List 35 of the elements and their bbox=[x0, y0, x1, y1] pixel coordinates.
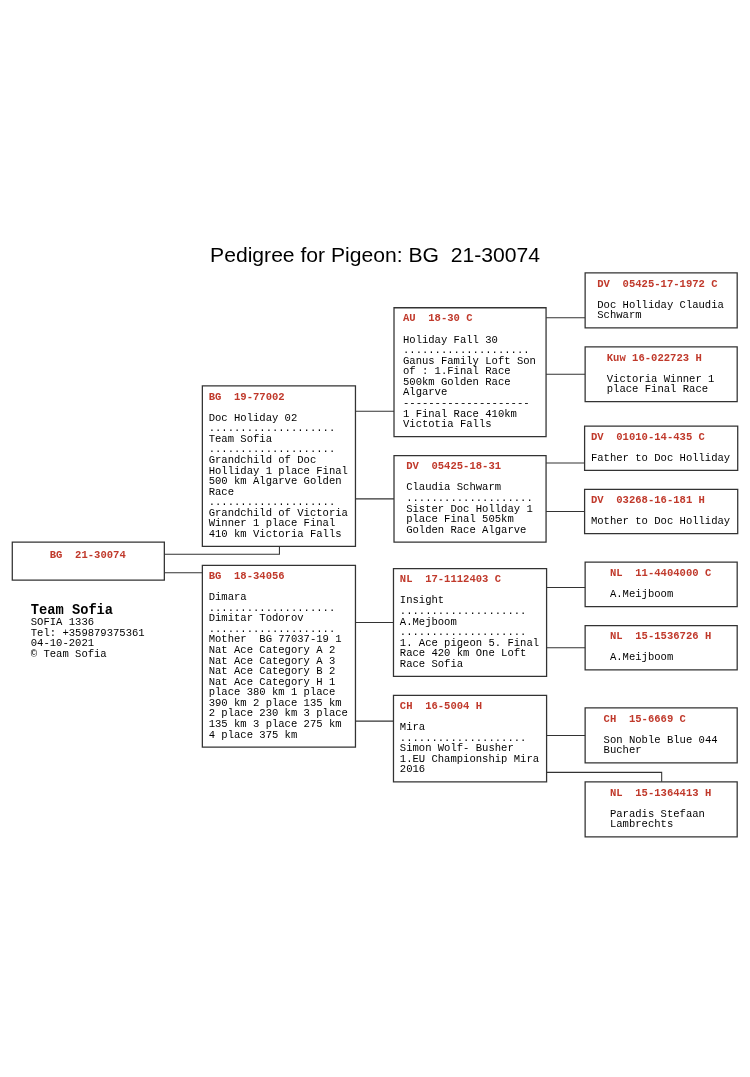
connector bbox=[355, 720, 394, 722]
connector bbox=[545, 373, 586, 375]
node-box: BG 21-30074 bbox=[11, 541, 165, 581]
node-box: DV 03268-16-181 H Mother to Doc Holliday bbox=[583, 488, 739, 534]
node-box: AU 18-30 C Holiday Fall 30 .................... Ganus Family Loft Son of : 1.Final Race 500km Golden Race Algarve -------------------- 1 Final Race 410km Victotia Falls bbox=[393, 306, 547, 437]
node-box: NL 17-1112403 C Insight .................... A.Mejboom .................... 1. Ace pigeon 5. Final Race 420 km One Loft Race Sofia bbox=[392, 567, 548, 677]
connector bbox=[355, 621, 394, 623]
connector bbox=[163, 545, 280, 555]
connector bbox=[355, 410, 395, 412]
connector bbox=[163, 571, 203, 573]
connector bbox=[545, 510, 585, 512]
connector bbox=[355, 497, 395, 499]
node-box: DV 01010-14-435 C Father to Doc Holliday bbox=[583, 424, 739, 471]
node-box: NL 15-1364413 H Paradis Stefaan Lambrechts bbox=[584, 780, 738, 837]
node-box: DV 05425-17-1972 C Doc Holliday Claudia Schwarm bbox=[584, 271, 738, 328]
node-box: Kuw 16-022723 H Victoria Winner 1 place Final Race bbox=[584, 345, 738, 402]
label: Tel: +359879375361 bbox=[30, 626, 145, 639]
connector bbox=[546, 734, 586, 736]
node-box: CH 15-6669 C Son Noble Blue 044 Bucher bbox=[584, 706, 738, 763]
diagram-title: Pedigree for Pigeon: BG 21-30074 bbox=[210, 242, 540, 266]
node-box: NL 15-1536726 H A.Meijboom bbox=[584, 624, 738, 671]
connector bbox=[546, 646, 586, 648]
connector bbox=[545, 461, 585, 463]
label: SOFIA 1336 bbox=[30, 615, 95, 628]
label: Team Sofia bbox=[30, 602, 114, 618]
label: © Team Sofia bbox=[30, 647, 107, 660]
node-box: DV 05425-18-31 Claudia Schwarm .................... Sister Doc Hollday 1 place Final 505km Golden Race Algarve bbox=[393, 454, 547, 543]
connector bbox=[545, 316, 586, 318]
node-box: CH 16-5004 H Mira .................... Simon Wolf- Busher 1.EU Championship Mira 2016 bbox=[392, 694, 548, 782]
node-box: BG 18-34056 Dimara .................... Dimitar Todorov .................... Mother BG 77037-19 1 Nat Ace Category A 2 Nat Ace Category A 3 Nat Ace Category B 2 Nat Ace Category H 1 place 380 km 1 place 390 km 2 place 135 km 2 place 230 km 3 place 135 km 3 place 275 km 4 place 375 km bbox=[201, 564, 357, 748]
connector bbox=[546, 586, 586, 588]
node-box: BG 19-77002 Doc Holiday 02 .................... Team Sofia .................... Grandchild of Doc Holliday 1 place Final 500 km Algarve Golden Race .................... Grandchild of Victoria Winner 1 place Final 410 km Victoria Falls bbox=[201, 384, 357, 547]
connector bbox=[546, 771, 663, 782]
node-box: NL 11-4404000 C A.Meijboom bbox=[584, 561, 738, 607]
label: 04-10-2021 bbox=[30, 636, 95, 649]
